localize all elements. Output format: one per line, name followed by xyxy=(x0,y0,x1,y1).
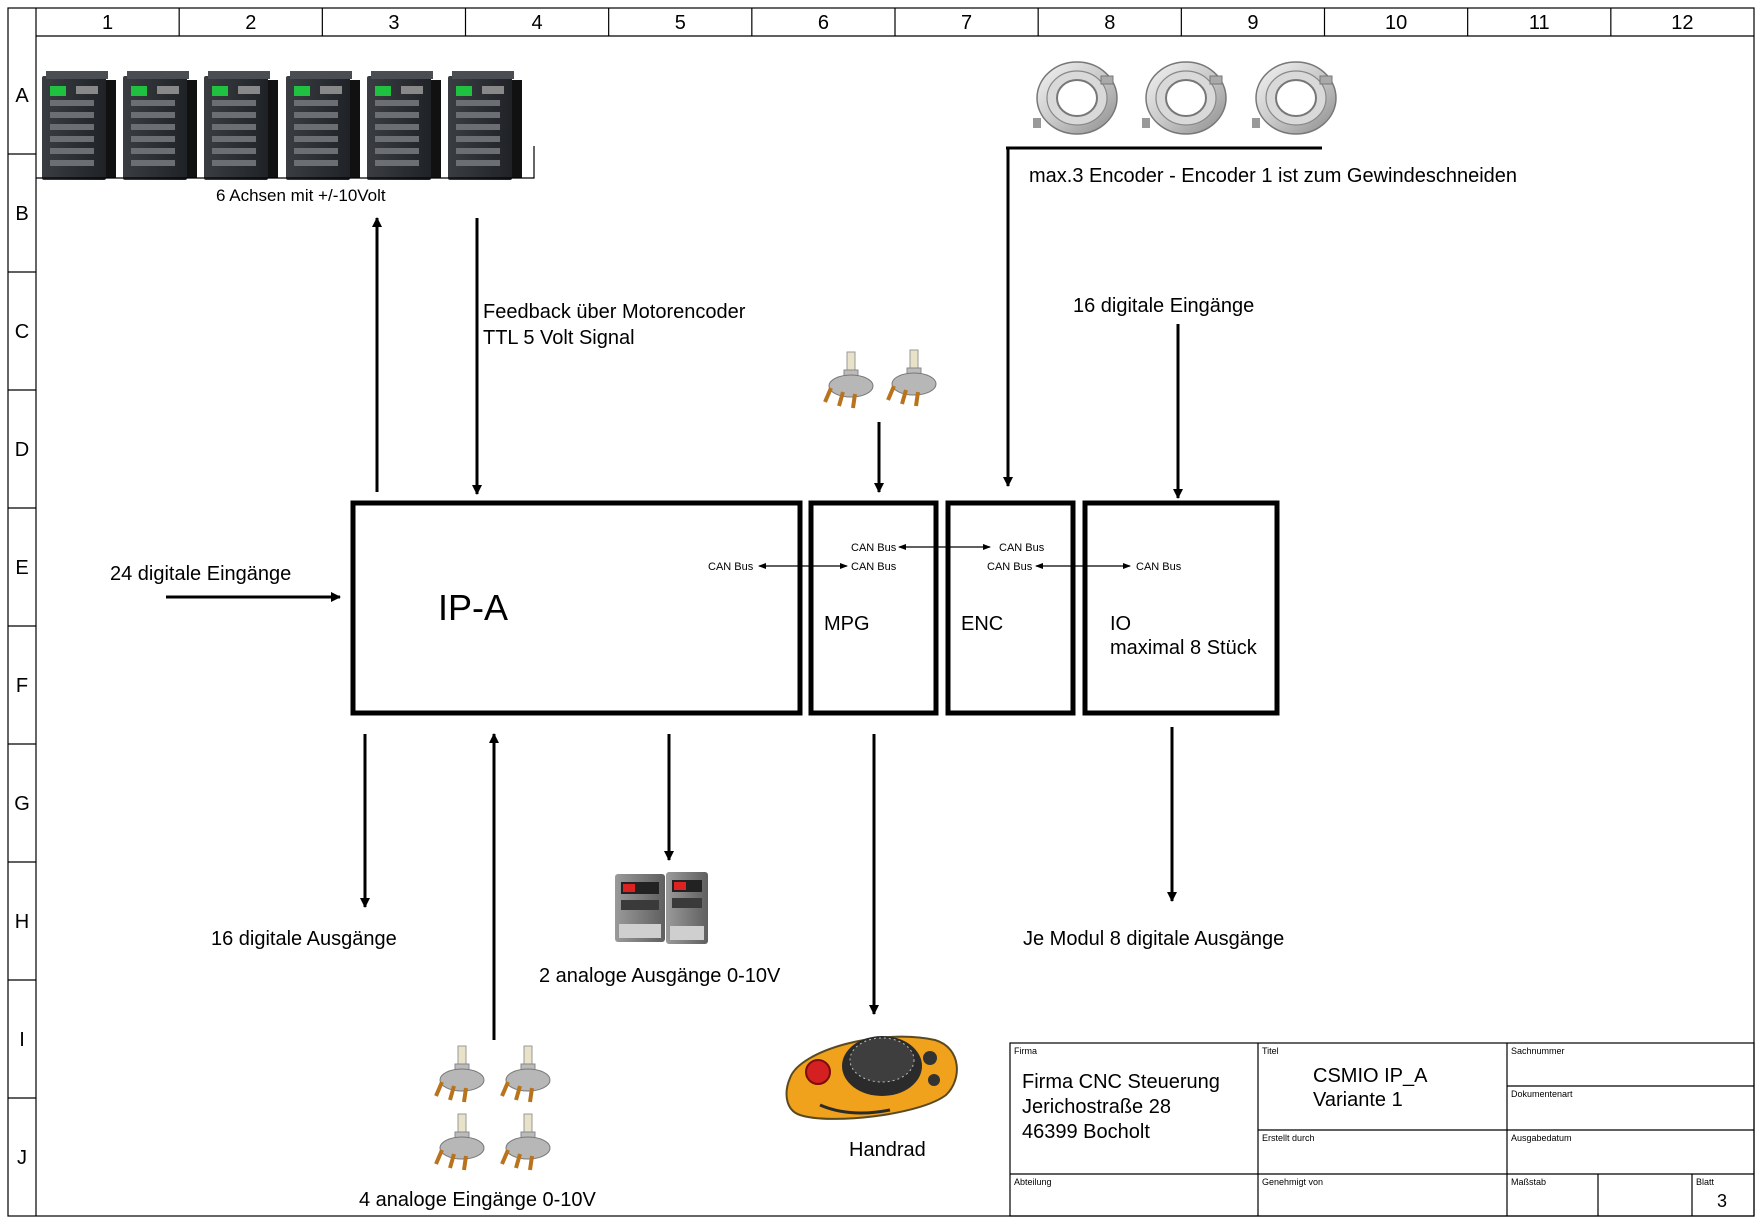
frequency-inverter-icon xyxy=(615,874,665,942)
servo-drive-icon xyxy=(123,71,197,180)
tb-dokumentenart-label: Dokumentenart xyxy=(1511,1089,1573,1099)
encoder-icon xyxy=(1142,61,1227,135)
tb-genehmigt-label: Genehmigt von xyxy=(1262,1177,1323,1187)
tb-firma-label: Firma xyxy=(1014,1046,1037,1056)
potentiometer-icon xyxy=(434,1113,485,1171)
tb-blatt-label: Blatt xyxy=(1696,1177,1715,1187)
grid-row-label: E xyxy=(15,557,28,579)
tb-ausgabedatum-label: Ausgabedatum xyxy=(1511,1133,1572,1143)
can-label-mpg-top: CAN Bus xyxy=(851,542,897,554)
grid-column-label: 1 xyxy=(102,12,113,34)
feedback-label-1: Feedback über Motorencoder xyxy=(483,301,746,323)
io-inputs-label: 16 digitale Eingänge xyxy=(1073,295,1254,317)
mpg-title: MPG xyxy=(824,613,870,635)
grid-column-label: 11 xyxy=(1529,12,1550,34)
grid-column-label: 3 xyxy=(388,12,399,34)
analog-outputs-label: 2 analoge Ausgänge 0-10V xyxy=(539,965,781,987)
grid-row-label: F xyxy=(16,675,28,697)
can-bus-links xyxy=(758,544,1131,569)
mpg-box xyxy=(808,500,939,716)
io-title-1: IO xyxy=(1110,613,1131,635)
grid-column-label: 9 xyxy=(1247,12,1258,34)
frequency-inverter-icon xyxy=(666,872,708,944)
digital-inputs-label: 24 digitale Eingänge xyxy=(110,563,291,585)
handrad-label: Handrad xyxy=(849,1139,926,1161)
grid-column-label: 5 xyxy=(675,12,686,34)
ipa-box xyxy=(350,500,803,716)
grid-row-headers: A B C D E F G H I J xyxy=(8,85,36,1169)
can-label-mpg-bottom: CAN Bus xyxy=(851,561,897,573)
grid-row-label: G xyxy=(14,793,30,815)
grid-row-label: C xyxy=(15,321,29,343)
can-label-enc-top: CAN Bus xyxy=(999,542,1045,554)
grid-column-label: 12 xyxy=(1671,12,1693,34)
can-label-ipa: CAN Bus xyxy=(708,561,754,573)
grid-row-label: I xyxy=(19,1029,25,1051)
io-title-2: maximal 8 Stück xyxy=(1110,637,1258,659)
tb-firma-line2: Jerichostraße 28 xyxy=(1022,1096,1171,1118)
io-outputs-label: Je Modul 8 digitale Ausgänge xyxy=(1023,928,1284,950)
grid-row-label: J xyxy=(17,1147,27,1169)
tb-erstellt-label: Erstellt durch xyxy=(1262,1133,1315,1143)
handwheel-picture xyxy=(785,1035,958,1120)
can-label-enc-bottom: CAN Bus xyxy=(987,561,1033,573)
grid-row-label: A xyxy=(15,85,29,107)
feedback-label-2: TTL 5 Volt Signal xyxy=(483,327,635,349)
module-boxes xyxy=(350,500,1280,716)
tb-titel-line2: Variante 1 xyxy=(1313,1089,1403,1111)
enc-box xyxy=(945,500,1076,716)
handwheel-icon xyxy=(785,1035,958,1120)
ipa-title: IP-A xyxy=(438,587,508,628)
drives-bracket xyxy=(36,146,535,179)
enc-title: ENC xyxy=(961,613,1003,635)
tb-firma-line3: 46399 Bocholt xyxy=(1022,1121,1150,1143)
tb-blatt-value: 3 xyxy=(1717,1191,1727,1211)
potentiometer-icon xyxy=(823,351,874,409)
potentiometer-icon xyxy=(434,1045,485,1103)
title-block xyxy=(1009,1042,1755,1217)
analog-inputs-label: 4 analoge Eingänge 0-10V xyxy=(359,1189,597,1211)
grid-column-label: 7 xyxy=(961,12,972,34)
grid-column-label: 8 xyxy=(1104,12,1115,34)
frequency-inverters-picture xyxy=(615,872,708,944)
grid-column-label: 4 xyxy=(532,12,543,34)
tb-abteilung-label: Abteilung xyxy=(1014,1177,1052,1187)
tb-sachnummer-label: Sachnummer xyxy=(1511,1046,1565,1056)
tb-titel-line1: CSMIO IP_A xyxy=(1313,1065,1428,1087)
io-box xyxy=(1082,500,1280,716)
encoder-icon xyxy=(1252,61,1337,135)
axes-label: 6 Achsen mit +/-10Volt xyxy=(216,186,386,205)
tb-firma-line1: Firma CNC Steuerung xyxy=(1022,1071,1220,1093)
servo-drive-icon xyxy=(286,71,360,180)
servo-drive-icon xyxy=(367,71,441,180)
grid-row-label: D xyxy=(15,439,29,461)
grid-row-label: H xyxy=(15,911,29,933)
digital-outputs-label: 16 digitale Ausgänge xyxy=(211,928,397,950)
grid-column-label: 2 xyxy=(245,12,256,34)
tb-titel-label: Titel xyxy=(1262,1046,1279,1056)
tb-massstab-label: Maßstab xyxy=(1511,1177,1546,1187)
grid-row-label: B xyxy=(15,203,28,225)
potentiometer-icon xyxy=(886,349,937,407)
servo-drives-picture xyxy=(42,71,522,180)
servo-drive-icon xyxy=(42,71,116,180)
servo-drive-icon xyxy=(204,71,278,180)
servo-drive-icon xyxy=(448,71,522,180)
potentiometer-icon xyxy=(500,1045,551,1103)
grid-column-label: 6 xyxy=(818,12,829,34)
encoders-picture xyxy=(1033,61,1337,135)
grid-column-label: 10 xyxy=(1385,12,1407,34)
potentiometer-icon xyxy=(500,1113,551,1171)
can-label-io: CAN Bus xyxy=(1136,561,1182,573)
encoder-caption: max.3 Encoder - Encoder 1 ist zum Gewind… xyxy=(1029,165,1517,187)
potentiometers-picture xyxy=(434,349,937,1171)
encoder-icon xyxy=(1033,61,1118,135)
signal-arrows xyxy=(166,148,1183,1040)
